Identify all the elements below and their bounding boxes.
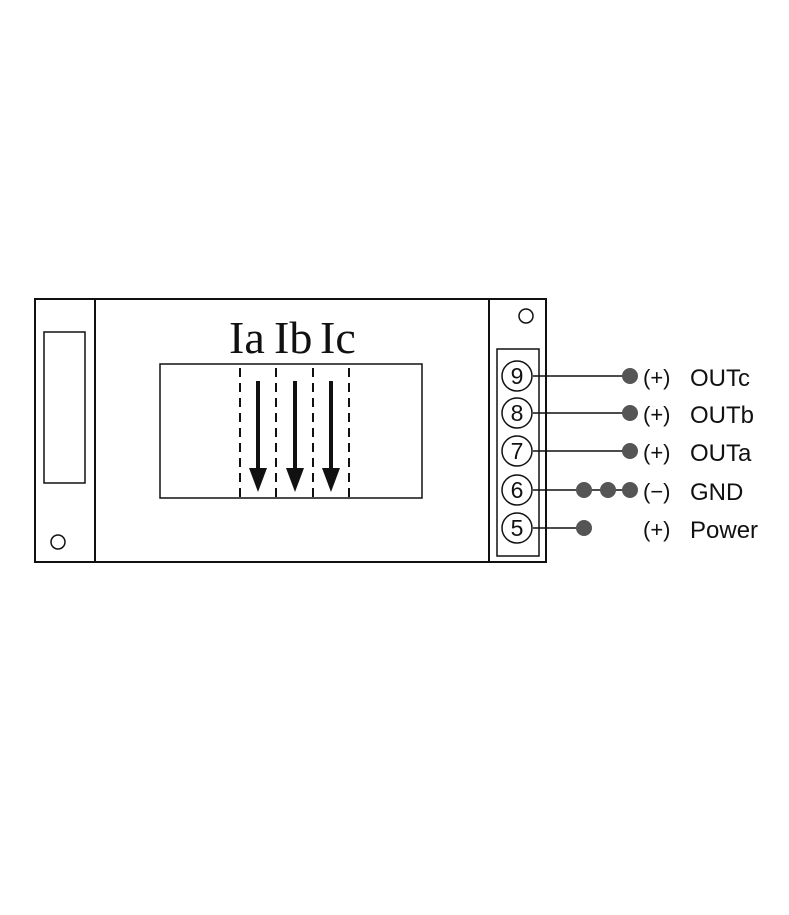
terminal-9-name: OUTc bbox=[690, 365, 750, 392]
terminal-5-name: Power bbox=[690, 517, 758, 544]
current-arrow-a bbox=[249, 381, 267, 492]
terminal-7-name: OUTa bbox=[690, 440, 752, 467]
current-label-ib: Ib bbox=[274, 312, 312, 363]
terminal-8-circle bbox=[501, 397, 533, 429]
terminal-7-number: 7 bbox=[511, 438, 524, 464]
left-mounting-hole bbox=[50, 534, 66, 550]
terminal-7-circle bbox=[501, 435, 533, 467]
terminal-9-polarity: (+) bbox=[643, 365, 671, 390]
current-arrow-b bbox=[286, 381, 304, 492]
terminal-7: 7 (+) OUTa bbox=[501, 435, 752, 467]
current-label-ia: Ia bbox=[229, 312, 265, 363]
terminal-6-polarity: (−) bbox=[643, 479, 671, 504]
current-label-ic: Ic bbox=[320, 312, 356, 363]
terminal-8: 8 (+) OUTb bbox=[501, 397, 754, 429]
terminal-9: 9 (+) OUTc bbox=[501, 360, 750, 392]
terminal-5: 5 (+) Power bbox=[501, 512, 758, 544]
right-mounting-hole bbox=[518, 308, 534, 324]
terminal-8-dot bbox=[622, 405, 638, 421]
left-mounting-slot bbox=[43, 331, 86, 484]
terminal-9-circle bbox=[501, 360, 533, 392]
terminal-5-dot bbox=[576, 520, 592, 536]
terminal-block bbox=[496, 348, 540, 557]
terminal-5-number: 5 bbox=[511, 515, 524, 541]
terminal-6-dot-1 bbox=[576, 482, 592, 498]
sensing-window bbox=[159, 363, 423, 499]
terminal-6-circle bbox=[501, 474, 533, 506]
module-housing bbox=[34, 298, 547, 563]
terminal-6-dot-2 bbox=[600, 482, 616, 498]
terminal-5-polarity: (+) bbox=[643, 517, 671, 542]
terminal-7-polarity: (+) bbox=[643, 440, 671, 465]
terminal-6-dot-3 bbox=[622, 482, 638, 498]
terminal-6-number: 6 bbox=[511, 477, 524, 503]
terminal-8-name: OUTb bbox=[690, 402, 754, 429]
terminal-8-number: 8 bbox=[511, 400, 524, 426]
terminal-9-dot bbox=[622, 368, 638, 384]
terminal-6-name: GND bbox=[690, 479, 743, 506]
terminal-9-number: 9 bbox=[511, 363, 524, 389]
terminal-5-circle bbox=[501, 512, 533, 544]
terminal-6: 6 (−) GND bbox=[501, 474, 743, 506]
terminal-7-dot bbox=[622, 443, 638, 459]
current-arrow-c bbox=[322, 381, 340, 492]
conductor-boundaries bbox=[239, 368, 350, 498]
terminal-8-polarity: (+) bbox=[643, 402, 671, 427]
